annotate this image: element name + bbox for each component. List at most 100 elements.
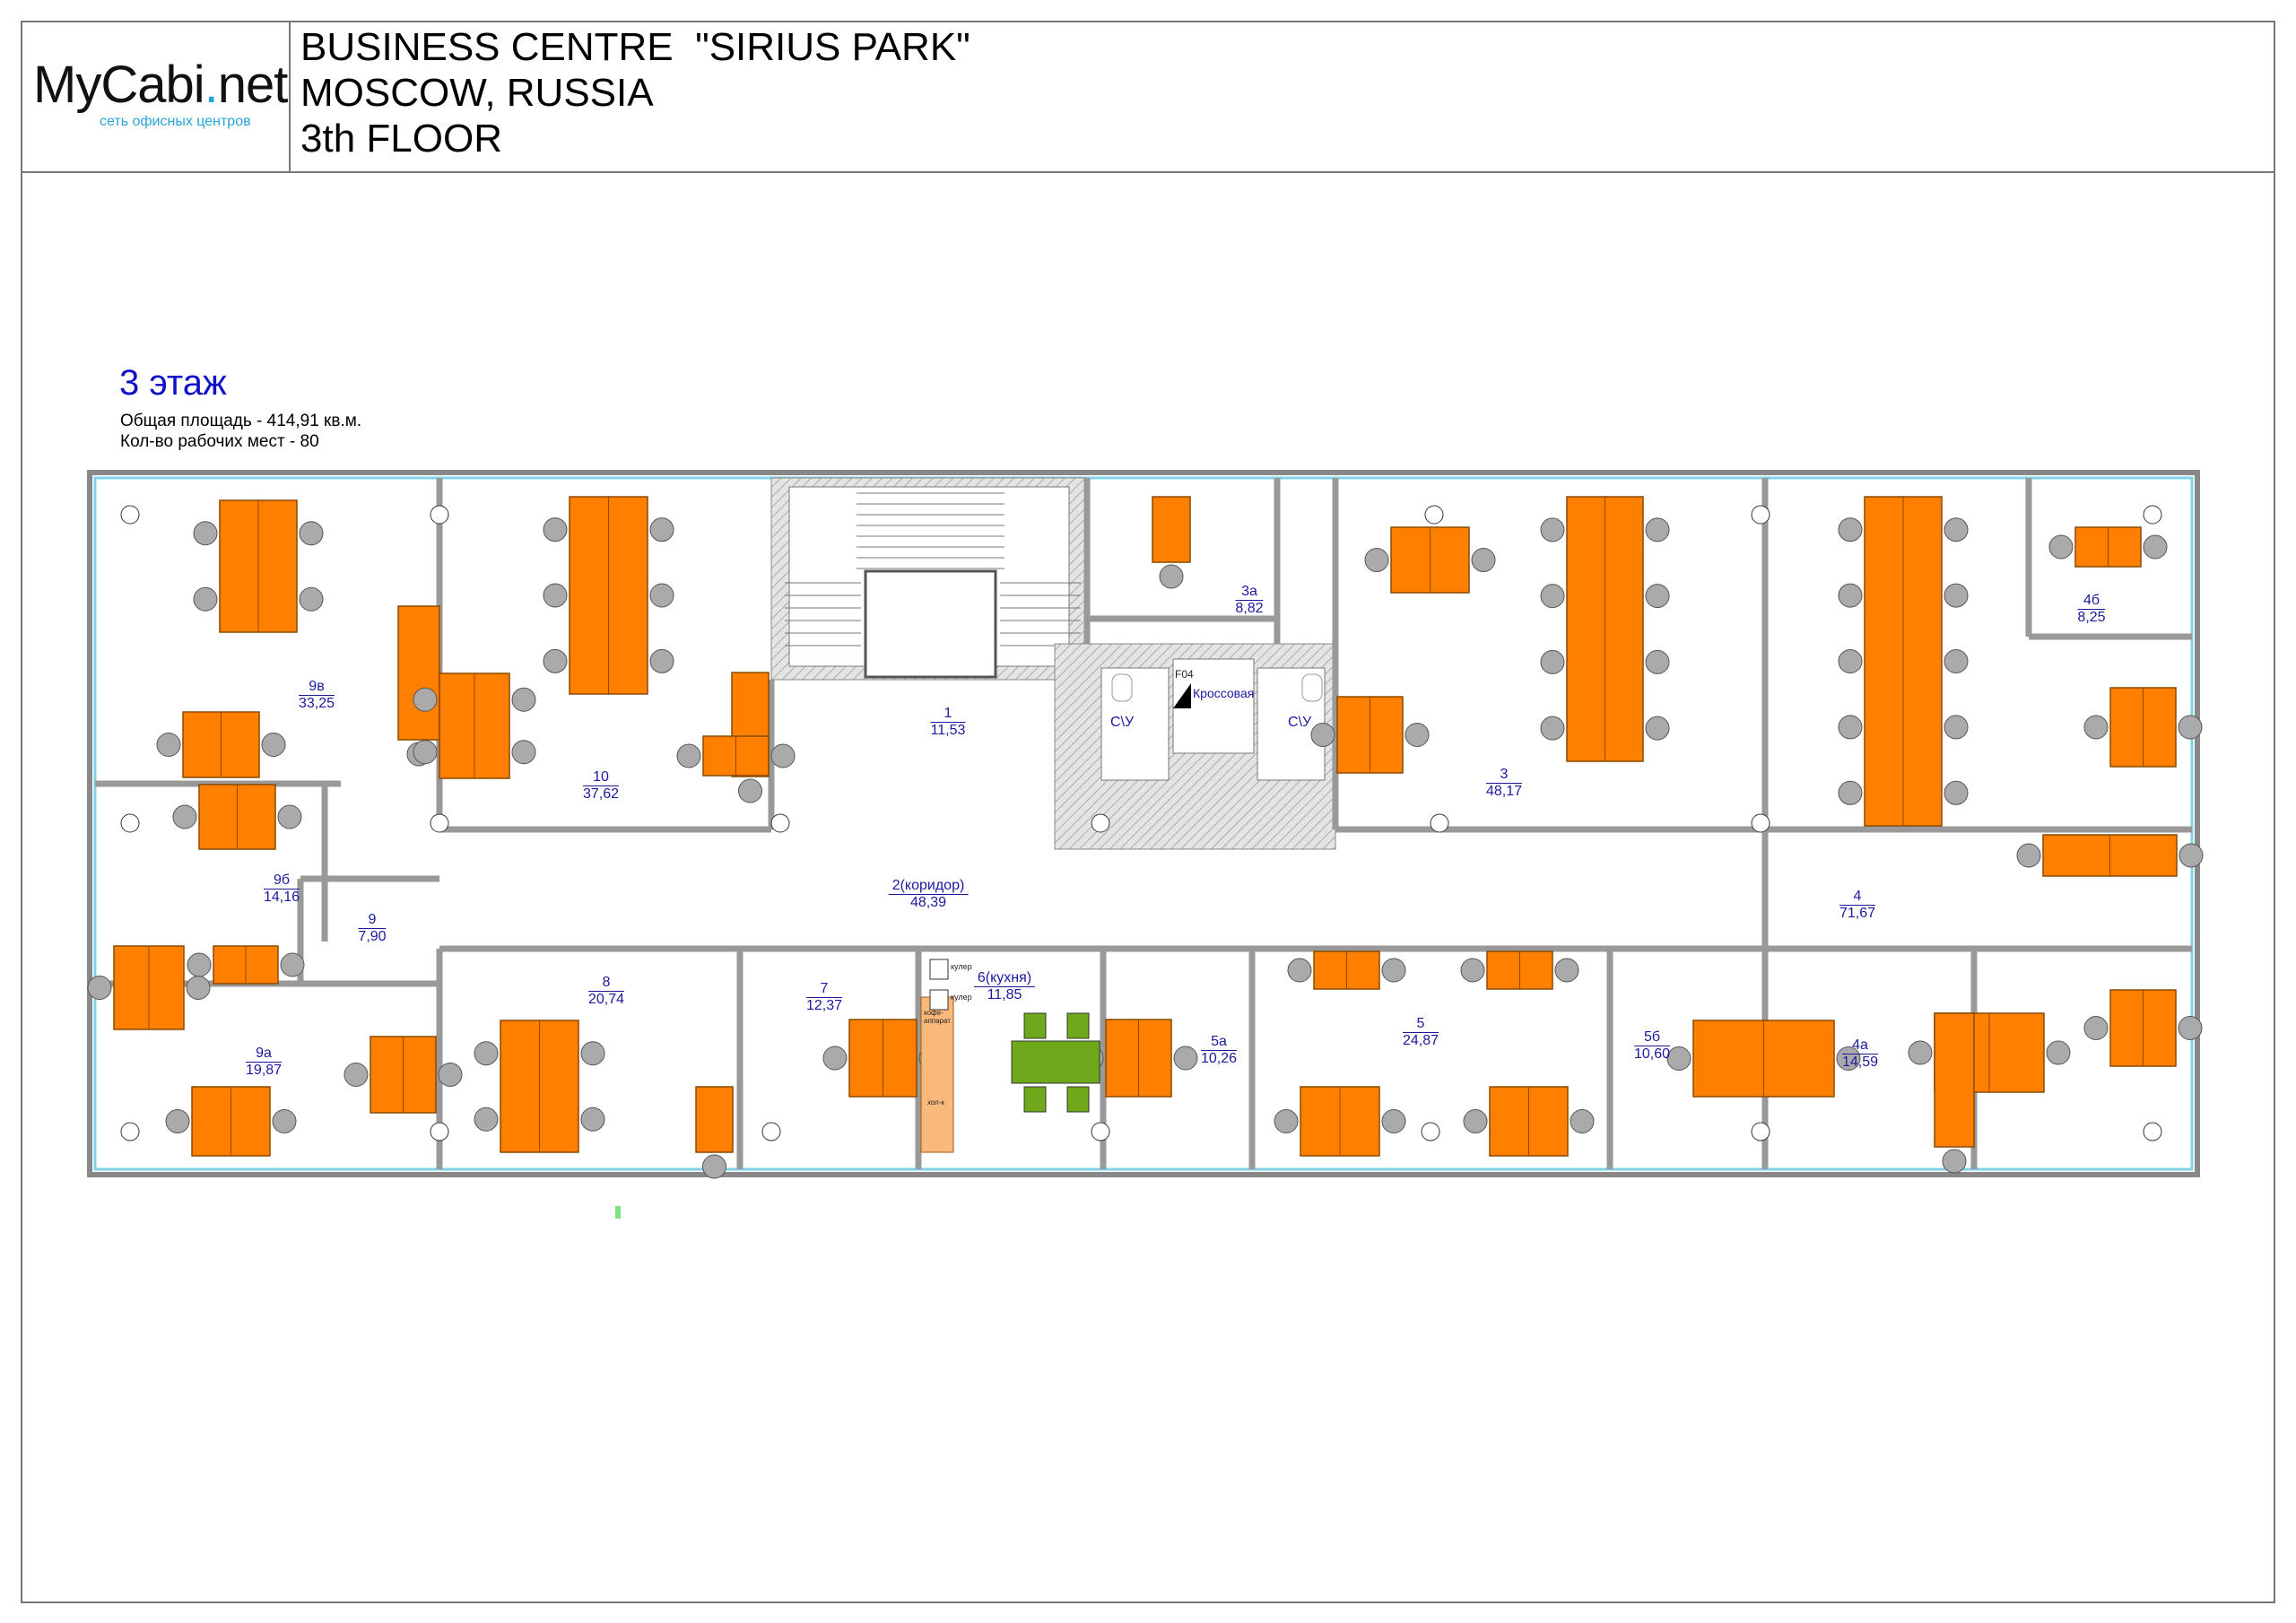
office-chair <box>1364 548 1389 572</box>
room-number: 9в <box>298 679 335 696</box>
office-chair <box>1838 583 1863 608</box>
room-area: 11,53 <box>930 723 966 738</box>
room-area: 33,25 <box>298 696 335 711</box>
office-chair <box>344 1063 369 1087</box>
room-number: 9 <box>358 912 387 929</box>
office-chair <box>193 521 218 546</box>
office-chair <box>165 1109 190 1133</box>
cooler-label: кулер <box>951 962 972 971</box>
room-number: 10 <box>582 769 620 786</box>
office-chair <box>649 648 674 673</box>
kitchen-counter <box>920 996 954 1153</box>
column <box>1421 1122 1440 1141</box>
room-area: 14,59 <box>1841 1055 1879 1070</box>
fridge-label: хол-к <box>927 1098 945 1107</box>
page-frame <box>21 21 2275 1603</box>
office-chair <box>1310 723 1335 747</box>
office-chair <box>156 733 181 757</box>
room-number: 6(кухня) <box>973 970 1036 987</box>
room-number: 3а <box>1235 584 1264 601</box>
room-area: 24,87 <box>1402 1033 1439 1048</box>
office-chair <box>1381 1109 1406 1133</box>
room-number: 9б <box>263 872 300 890</box>
kitchen-chair <box>1023 1086 1047 1113</box>
building-name: BUSINESS CENTRE "SIRIUS PARK" <box>300 25 970 69</box>
office-chair <box>1645 716 1670 741</box>
kitchen-chair <box>1066 1086 1090 1113</box>
logo-dot: . <box>204 56 219 114</box>
logo-tagline: сеть офисных центров <box>100 114 251 129</box>
office-chair <box>2143 534 2168 560</box>
office-chair <box>1645 649 1670 674</box>
office-chair <box>649 583 674 608</box>
office-chair <box>280 952 305 977</box>
office-chair <box>676 743 701 768</box>
room-label: 2(коридор)48,39 <box>888 878 969 911</box>
office-chair <box>1944 517 1969 542</box>
office-chair <box>702 1154 726 1179</box>
office-chair <box>1944 715 1969 740</box>
office-chair <box>511 687 536 712</box>
kitchen-chair <box>1023 1012 1047 1039</box>
room-number: 1 <box>930 706 966 723</box>
office-chair <box>186 976 211 1000</box>
office-chair <box>1836 1046 1861 1071</box>
office-chair <box>543 648 568 673</box>
office-chair <box>1645 517 1670 542</box>
column <box>2143 505 2162 525</box>
office-chair <box>738 778 762 803</box>
office-chair <box>1944 583 1969 608</box>
logo-part: MyCabi <box>33 56 205 114</box>
office-chair <box>543 583 568 608</box>
column <box>120 505 140 525</box>
server-rack-icon <box>1173 683 1191 708</box>
column <box>761 1122 781 1141</box>
office-chair <box>1381 958 1406 983</box>
logo: MyCabi.net сеть офисных центров <box>21 21 291 171</box>
room-number: 8 <box>587 975 625 992</box>
total-area: Общая площадь - 414,91 кв.м. <box>120 412 362 430</box>
office-chair <box>2178 715 2203 740</box>
office-chair <box>1944 649 1969 673</box>
room-area: 12,37 <box>805 998 843 1013</box>
room-label: 6(кухня)11,85 <box>973 970 1036 1003</box>
office-chair <box>2046 1040 2071 1065</box>
server-room-label: Кроссовая <box>1193 686 1255 700</box>
office-chair <box>1645 584 1670 609</box>
room-area: 10,26 <box>1200 1051 1238 1066</box>
wc-left-label: С\У <box>1110 715 1135 730</box>
office-chair <box>1463 1109 1488 1133</box>
office-chair <box>413 687 438 712</box>
office-chair <box>172 804 197 829</box>
office-chair <box>2048 534 2074 560</box>
room-number: 9а <box>245 1046 283 1063</box>
desk <box>695 1086 734 1153</box>
office-chair <box>1570 1109 1595 1133</box>
office-chair <box>1908 1040 1933 1065</box>
facade-glazing <box>93 476 2194 1171</box>
office-chair <box>1838 649 1863 673</box>
column <box>1430 813 1449 833</box>
room-number: 5б <box>1633 1029 1671 1046</box>
water-cooler-icon <box>929 959 949 980</box>
office-chair <box>2083 1016 2109 1040</box>
elevator-shaft <box>864 569 997 679</box>
office-chair <box>1287 958 1312 983</box>
room-area: 48,39 <box>909 895 947 910</box>
room-number: 7 <box>805 981 843 998</box>
office-chair <box>193 586 218 612</box>
room-area: 8,25 <box>2077 610 2106 625</box>
office-chair <box>1173 1046 1198 1071</box>
desk <box>1152 496 1191 563</box>
room-area: 14,16 <box>263 890 300 905</box>
city: MOSCOW, RUSSIA <box>300 71 654 115</box>
office-chair <box>1554 958 1579 983</box>
room-number: 4 <box>1839 889 1876 906</box>
column <box>430 505 449 525</box>
kitchen-table <box>1011 1040 1100 1084</box>
